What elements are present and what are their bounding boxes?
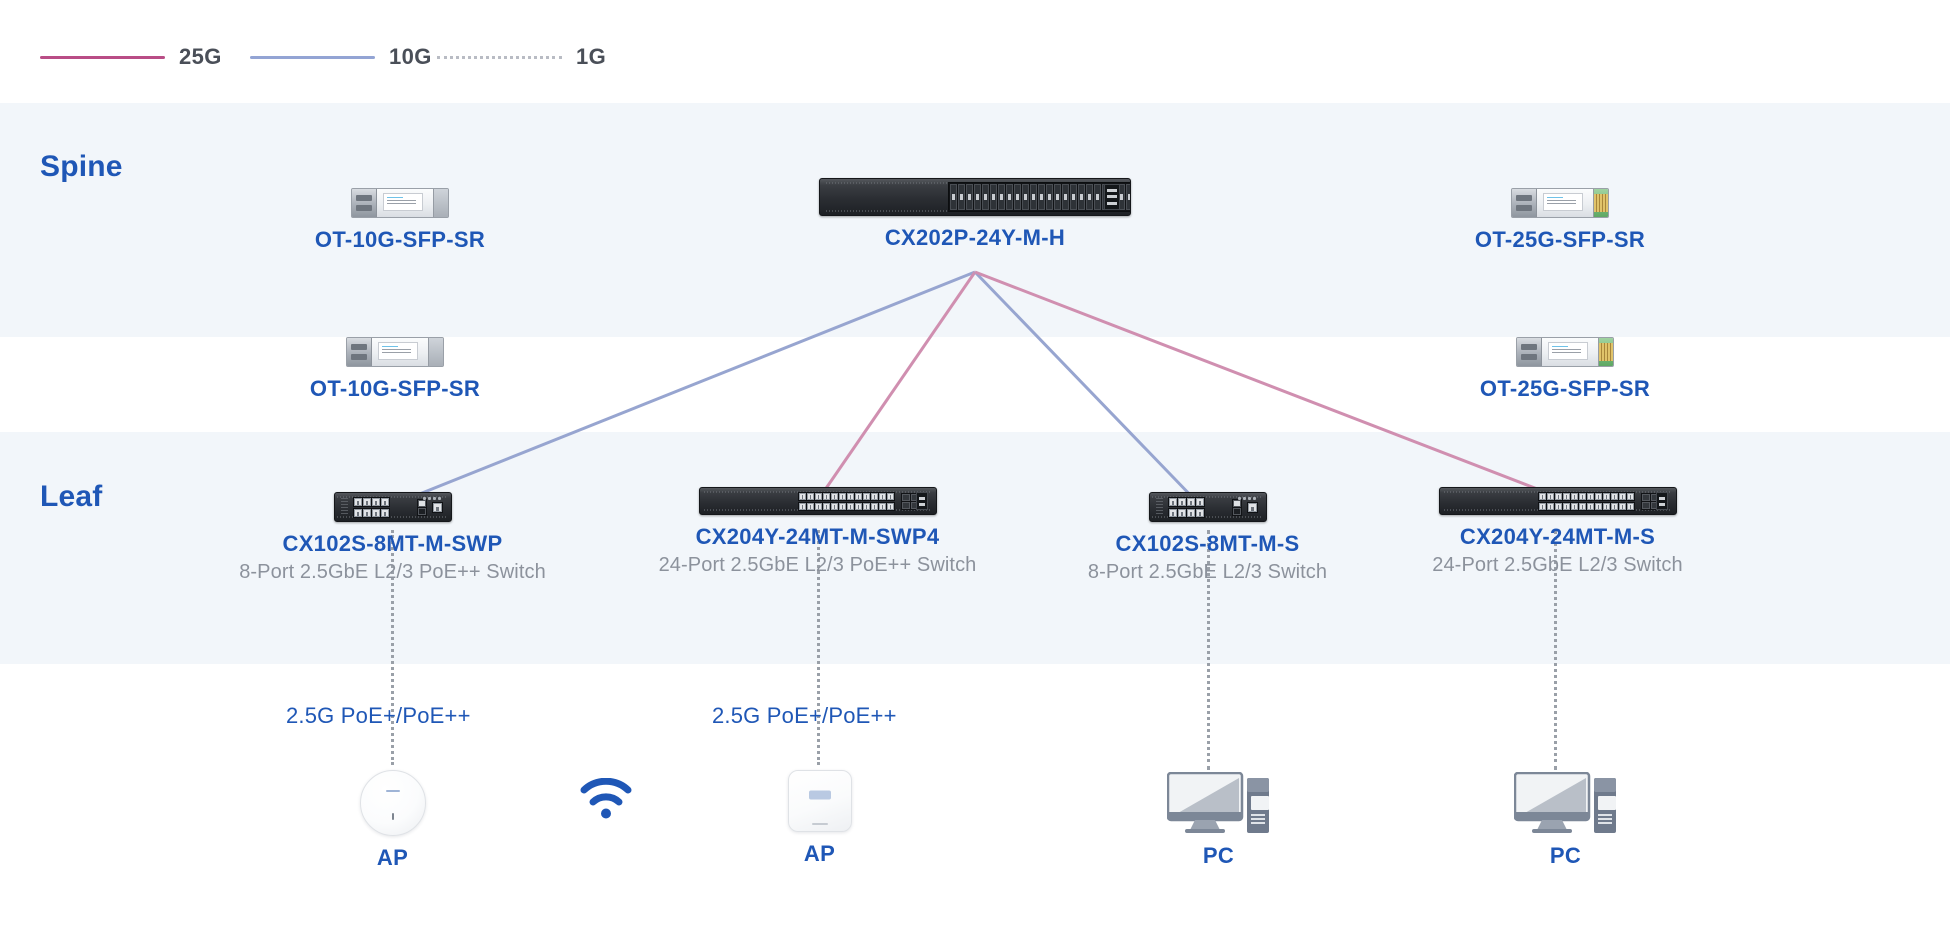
legend-label-10g: 10G xyxy=(389,44,432,69)
node-label-edge-device-2: AP xyxy=(803,841,836,866)
rack-switch-24port-icon xyxy=(698,487,937,515)
node-mid-transceiver-right[interactable]: OT-25G-SFP-SR xyxy=(1465,337,1665,402)
node-leaf-switch-1[interactable]: CX102S-8MT-M-SWP 8-Port 2.5GbE L2/3 PoE+… xyxy=(200,492,585,584)
node-label-edge-device-4: PC xyxy=(1549,843,1582,868)
node-edge-device-3[interactable]: PC xyxy=(1156,772,1281,869)
node-label-mid-transceiver-left: OT-10G-SFP-SR xyxy=(309,376,481,401)
node-edge-device-1[interactable]: AP xyxy=(330,770,455,871)
legend-label-1g: 1G xyxy=(576,44,607,69)
node-label-spine-transceiver-left: OT-10G-SFP-SR xyxy=(314,227,486,252)
uplink-ports xyxy=(900,492,920,510)
link-leaf1-to-ap1-1g xyxy=(391,530,394,765)
management-port xyxy=(915,492,928,510)
node-edge-device-4[interactable]: PC xyxy=(1503,772,1628,869)
node-label-spine-transceiver-right: OT-25G-SFP-SR xyxy=(1474,227,1646,252)
node-mid-transceiver-left[interactable]: OT-10G-SFP-SR xyxy=(305,337,485,402)
node-label-leaf-switch-2: CX204Y-24MT-M-SWP4 xyxy=(695,524,940,549)
node-leaf-switch-4[interactable]: CX204Y-24MT-M-S 24-Port 2.5GbE L2/3 Swit… xyxy=(1385,487,1730,577)
legend-swatch-1g xyxy=(437,55,562,59)
management-port xyxy=(1655,492,1668,510)
node-label-edge-device-3: PC xyxy=(1202,843,1235,868)
rack-switch-cx202p-icon xyxy=(819,178,1131,216)
node-label-leaf-switch-1: CX102S-8MT-M-SWP xyxy=(282,531,503,556)
legend-swatch-25g xyxy=(40,55,165,59)
link-label-leaf1: 2.5G PoE+/PoE++ xyxy=(286,703,471,728)
sfp-module-25g-icon xyxy=(1511,188,1609,218)
rack-switch-8port-icon xyxy=(333,492,452,522)
node-label-leaf-switch-4: CX204Y-24MT-M-S xyxy=(1459,524,1656,549)
node-label-mid-transceiver-right: OT-25G-SFP-SR xyxy=(1479,376,1651,401)
access-point-square-icon xyxy=(787,770,852,832)
access-point-round-icon xyxy=(359,770,426,836)
node-spine-transceiver-right[interactable]: OT-25G-SFP-SR xyxy=(1460,188,1660,253)
legend-item-1g: 1G xyxy=(437,44,606,70)
uplink-ports xyxy=(416,498,427,516)
node-leaf-switch-3[interactable]: CX102S-8MT-M-S 8-Port 2.5GbE L2/3 Switch xyxy=(1035,492,1380,584)
node-desc-leaf-switch-3: 8-Port 2.5GbE L2/3 Switch xyxy=(1087,561,1328,583)
desktop-computer-icon xyxy=(1513,772,1616,833)
legend-label-25g: 25G xyxy=(179,44,222,69)
wifi-icon xyxy=(580,778,632,819)
node-leaf-switch-2[interactable]: CX204Y-24MT-M-SWP4 24-Port 2.5GbE L2/3 P… xyxy=(645,487,990,577)
sfp-module-10g-icon xyxy=(346,337,444,367)
link-label-leaf2: 2.5G PoE+/PoE++ xyxy=(712,703,897,728)
legend-swatch-10g xyxy=(250,55,375,59)
node-label-leaf-switch-3: CX102S-8MT-M-S xyxy=(1115,531,1300,556)
rj45-ports xyxy=(1537,491,1635,511)
tier-title-spine: Spine xyxy=(40,150,123,183)
sfp-module-10g-icon xyxy=(351,188,449,218)
rack-switch-8port-icon xyxy=(1148,492,1267,522)
rack-switch-24port-icon xyxy=(1438,487,1677,515)
node-label-spine-switch: CX202P-24Y-M-H xyxy=(884,225,1066,250)
node-desc-leaf-switch-2: 24-Port 2.5GbE L2/3 PoE++ Switch xyxy=(658,554,977,576)
link-leaf2-to-ap2-1g xyxy=(817,530,820,765)
rj45-ports xyxy=(797,491,895,511)
node-desc-leaf-switch-4: 24-Port 2.5GbE L2/3 Switch xyxy=(1432,554,1683,576)
node-spine-transceiver-left[interactable]: OT-10G-SFP-SR xyxy=(310,188,490,253)
node-desc-leaf-switch-1: 8-Port 2.5GbE L2/3 PoE++ Switch xyxy=(239,561,546,583)
sfp-cage-array xyxy=(948,182,1130,212)
rj45-ports xyxy=(1167,496,1205,518)
tier-title-leaf: Leaf xyxy=(40,480,103,513)
sfp-module-25g-icon xyxy=(1516,337,1614,367)
node-label-edge-device-1: AP xyxy=(376,845,409,870)
management-port xyxy=(1104,184,1120,210)
node-edge-device-2[interactable]: AP xyxy=(757,770,882,867)
rj45-ports xyxy=(352,496,390,518)
legend-item-25g: 25G xyxy=(40,44,222,70)
node-spine-switch[interactable]: CX202P-24Y-M-H xyxy=(760,178,1190,251)
link-leaf3-to-pc1-1g xyxy=(1207,530,1210,770)
link-leaf4-to-pc2-1g xyxy=(1554,530,1557,770)
desktop-computer-icon xyxy=(1166,772,1269,833)
legend: 25G 10G 1G xyxy=(0,0,1950,100)
legend-item-10g: 10G xyxy=(250,44,432,70)
uplink-ports xyxy=(1231,498,1242,516)
